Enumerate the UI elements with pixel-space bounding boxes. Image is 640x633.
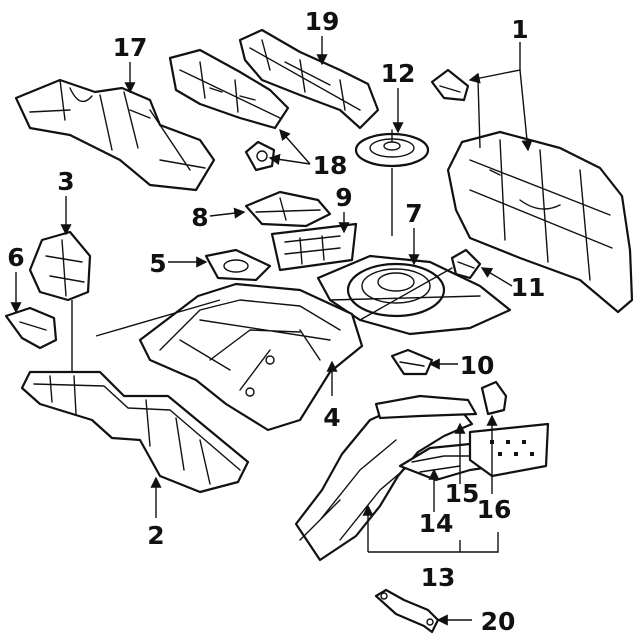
callout-12: 12 (381, 59, 416, 88)
callout-4: 4 (323, 403, 340, 432)
part-17-floor-crossmember (14, 78, 216, 192)
part-8-bracket (244, 190, 332, 228)
callout-15: 15 (445, 479, 480, 508)
callout-20: 20 (481, 607, 516, 633)
callout-14: 14 (419, 509, 454, 538)
part-10-bracket (390, 348, 434, 376)
callout-7: 7 (405, 199, 422, 228)
callout-13: 13 (421, 563, 456, 592)
part-19-rail (238, 28, 380, 130)
callout-2: 2 (147, 521, 164, 550)
part-2-crossmember (20, 370, 250, 494)
part-16-bracket (480, 380, 508, 416)
part-7-spare-pan (316, 254, 512, 336)
callout-18: 18 (313, 151, 348, 180)
callout-3: 3 (57, 167, 74, 196)
callout-9: 9 (335, 183, 352, 212)
part-4-floor-pan (138, 282, 364, 432)
part-15-rail (468, 422, 550, 478)
callout-10: 10 (460, 351, 495, 380)
part-9-bracket (270, 222, 358, 272)
callout-5: 5 (149, 249, 166, 278)
callout-11: 11 (511, 273, 546, 302)
part-1-rear-panel (430, 68, 634, 314)
part-3-extension (28, 230, 92, 302)
part-12-spare-hold-down (354, 129, 430, 168)
part-20-brace (374, 588, 440, 633)
callout-19: 19 (305, 7, 340, 36)
part-6-extension (4, 306, 58, 350)
callout-17: 17 (113, 33, 148, 62)
callout-1: 1 (511, 15, 528, 44)
callout-8: 8 (191, 203, 208, 232)
callout-6: 6 (7, 243, 24, 272)
leader-lines (10, 36, 533, 626)
part-18-rail (168, 48, 290, 172)
part-11-bracket (450, 248, 482, 280)
part-5-bracket (204, 248, 272, 282)
callout-16: 16 (477, 495, 512, 524)
callout-labels: 1 2 3 4 5 6 7 8 9 10 11 12 13 14 15 16 1… (7, 7, 545, 633)
